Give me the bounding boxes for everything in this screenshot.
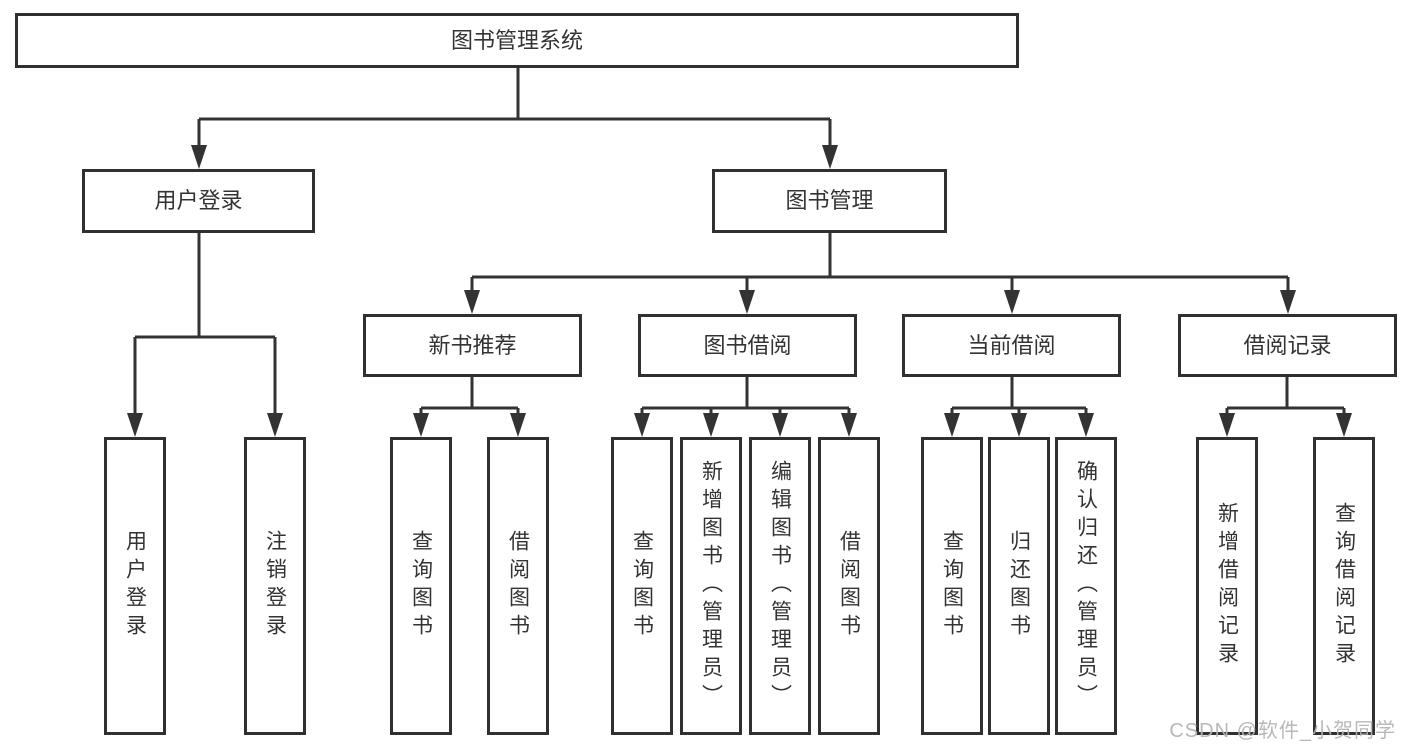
leaf-query-books-borrow: 查询图书 <box>611 437 673 735</box>
leaf-confirm-return-admin: 确认归还（管理员） <box>1055 437 1117 735</box>
node-book-borrow: 图书借阅 <box>638 314 857 377</box>
leaf-user-login: 用户登录 <box>104 437 166 735</box>
leaf-query-borrow-record: 查询借阅记录 <box>1313 437 1375 735</box>
leaf-add-book-admin: 新增图书（管理员） <box>680 437 742 735</box>
node-user-login: 用户登录 <box>82 169 315 233</box>
node-borrow-records: 借阅记录 <box>1178 314 1397 377</box>
connector-root-to-level2 <box>197 68 832 148</box>
leaf-borrow-books-borrow: 借阅图书 <box>818 437 880 735</box>
leaf-add-borrow-record: 新增借阅记录 <box>1196 437 1258 735</box>
connector-book-borrow-children <box>640 377 851 416</box>
leaf-return-book: 归还图书 <box>988 437 1050 735</box>
connector-new-book-children <box>419 377 520 416</box>
leaf-query-books-current: 查询图书 <box>921 437 983 735</box>
arrowheads <box>127 145 1352 437</box>
node-new-book-recommend: 新书推荐 <box>363 314 582 377</box>
node-current-borrow: 当前借阅 <box>902 314 1121 377</box>
connector-book-management-children <box>470 233 1290 293</box>
watermark-text: CSDN @软件_小贺同学 <box>1169 720 1396 742</box>
node-library-management-system: 图书管理系统 <box>15 13 1019 68</box>
leaf-edit-book-admin: 编辑图书（管理员） <box>749 437 811 735</box>
leaf-query-books-recommend: 查询图书 <box>390 437 452 735</box>
connector-user-login-children <box>133 233 277 416</box>
connector-current-borrow-children <box>950 377 1088 416</box>
leaf-borrow-books-recommend: 借阅图书 <box>487 437 549 735</box>
node-book-management: 图书管理 <box>712 169 947 233</box>
connector-borrow-records-children <box>1225 377 1346 416</box>
leaf-logout: 注销登录 <box>244 437 306 735</box>
